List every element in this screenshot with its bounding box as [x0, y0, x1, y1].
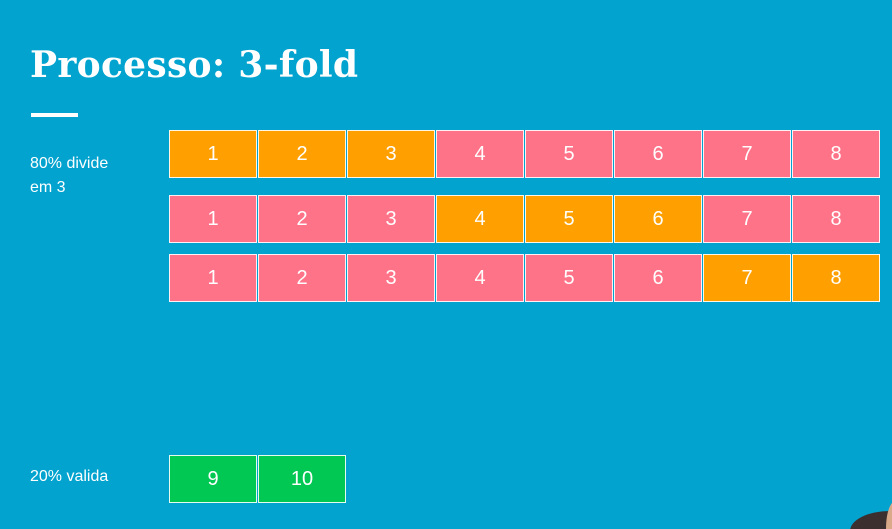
fold-cell: 1: [169, 195, 257, 243]
train-split-label: 80% divide em 3: [30, 155, 109, 196]
fold-cell: 3: [347, 254, 435, 302]
fold-cell: 2: [258, 254, 346, 302]
validation-cell: 10: [258, 455, 346, 503]
fold-cell-highlighted: 3: [347, 130, 435, 178]
fold-cell: 4: [436, 130, 524, 178]
presenter-video-thumbnail: [842, 469, 892, 529]
fold-cell-highlighted: 2: [258, 130, 346, 178]
fold-cell: 8: [792, 195, 880, 243]
fold-cell-highlighted: 5: [525, 195, 613, 243]
fold-cell-highlighted: 8: [792, 254, 880, 302]
slide-title: Processo: 3-fold: [30, 44, 359, 86]
fold-cell-highlighted: 1: [169, 130, 257, 178]
validation-cell: 9: [169, 455, 257, 503]
title-underline: [31, 113, 78, 117]
validation-split-label: 20% valida: [30, 468, 109, 485]
fold-cell: 8: [792, 130, 880, 178]
fold-cell: 6: [614, 254, 702, 302]
fold-cell: 7: [703, 130, 791, 178]
fold-cell: 3: [347, 195, 435, 243]
fold-cell-highlighted: 7: [703, 254, 791, 302]
fold-cell: 5: [525, 254, 613, 302]
fold-cell-highlighted: 6: [614, 195, 702, 243]
fold-cell: 7: [703, 195, 791, 243]
fold-cell: 2: [258, 195, 346, 243]
fold-cell: 4: [436, 254, 524, 302]
fold-cell: 5: [525, 130, 613, 178]
fold-cell: 1: [169, 254, 257, 302]
fold-cell-highlighted: 4: [436, 195, 524, 243]
fold-cell: 6: [614, 130, 702, 178]
